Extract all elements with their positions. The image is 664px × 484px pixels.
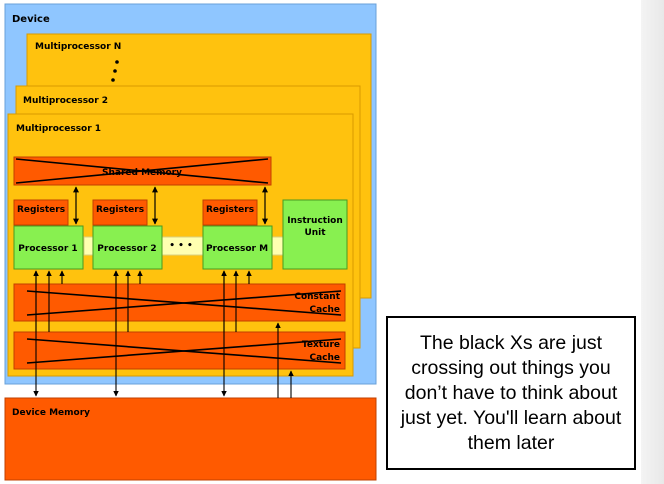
device-label: Device — [12, 14, 50, 25]
explanation-note-text: The black Xs are just crossing out thing… — [400, 331, 622, 454]
cross-out-line — [26, 290, 342, 316]
processor-m-box — [202, 225, 273, 270]
vertical-ellipsis-dot — [113, 69, 117, 73]
texture-cache-label-line2: Cache — [309, 353, 340, 363]
device-memory-label: Device Memory — [12, 408, 90, 418]
registers-label: Registers — [96, 205, 144, 215]
explanation-note: The black Xs are just crossing out thing… — [386, 316, 636, 470]
multiprocessor-n-label: Multiprocessor N — [35, 42, 121, 52]
registers-box-m — [202, 199, 258, 226]
scrollbar[interactable] — [641, 0, 664, 484]
instruction-unit-label-line1: Instruction — [287, 216, 343, 226]
registers-label: Registers — [17, 205, 65, 215]
instruction-unit-label-line2: Unit — [304, 228, 326, 238]
registers-label: Registers — [206, 205, 254, 215]
processor-2-box — [92, 225, 163, 270]
vertical-ellipsis-dot — [111, 78, 115, 82]
shared-memory-label: Shared Memory — [102, 168, 182, 178]
multiprocessor-1-label: Multiprocessor 1 — [16, 124, 101, 134]
processor-2-label: Processor 2 — [97, 244, 156, 254]
device-memory-box — [4, 397, 377, 481]
instruction-unit-box — [282, 199, 348, 270]
multiprocessor-2-label: Multiprocessor 2 — [23, 96, 108, 106]
processor-1-label: Processor 1 — [18, 244, 77, 254]
constant-cache-label-line1: Constant — [294, 292, 340, 302]
processor-m-label: Processor M — [206, 244, 268, 254]
cross-out-line — [15, 158, 269, 184]
texture-cache-box — [13, 331, 346, 370]
processor-1-box — [13, 225, 84, 270]
cross-out-line — [26, 338, 342, 364]
registers-box-2 — [92, 199, 148, 226]
cuda-architecture-diagram: Device Multiprocessor N Multiprocessor 2… — [4, 3, 377, 481]
constant-cache-label-line2: Cache — [309, 305, 340, 315]
texture-cache-label-line1: Texture — [302, 340, 340, 350]
processor-ellipsis: • • • — [169, 241, 193, 251]
vertical-ellipsis-dot — [115, 60, 119, 64]
registers-box-1 — [13, 199, 69, 226]
